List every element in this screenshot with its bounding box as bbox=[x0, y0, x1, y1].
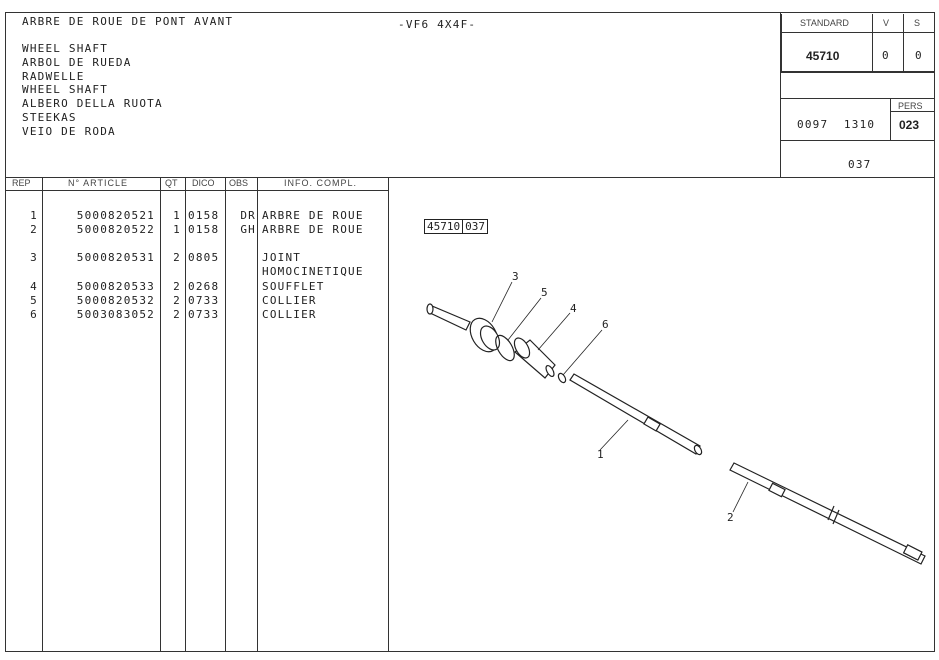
translation: VEIO DE RODA bbox=[22, 124, 116, 138]
boot bbox=[513, 337, 556, 379]
clamp bbox=[495, 334, 515, 362]
cell-dico: 0733 bbox=[188, 308, 220, 321]
page-number: 037 bbox=[848, 158, 872, 171]
cell-article: 5000820521 bbox=[76, 209, 155, 222]
translation: STEEKAS bbox=[22, 110, 77, 124]
v-value: 0 bbox=[882, 49, 890, 62]
translation: RADWELLE bbox=[22, 69, 85, 83]
col-header-rep: REP bbox=[12, 178, 31, 188]
col-divider bbox=[42, 177, 43, 652]
standard-value: 45710 bbox=[806, 49, 840, 63]
translation: WHEEL SHAFT bbox=[22, 83, 109, 97]
col-header-obs: OBS bbox=[229, 178, 249, 188]
cell-obs: GH bbox=[240, 223, 256, 236]
callout-3: 3 bbox=[512, 270, 520, 283]
translations: WHEEL SHAFT ARBOL DE RUEDA RADWELLE WHEE… bbox=[22, 42, 163, 139]
callout-4: 4 bbox=[570, 302, 578, 315]
leader-lines bbox=[491, 281, 749, 513]
v-label: V bbox=[883, 18, 890, 28]
translation: WHEEL SHAFT bbox=[22, 42, 109, 55]
cell-qt: 1 bbox=[173, 209, 181, 222]
page-title: ARBRE DE ROUE DE PONT AVANT bbox=[22, 15, 234, 28]
cell-info-cont: HOMOCINETIQUE bbox=[262, 265, 364, 278]
cell-dico: 0268 bbox=[188, 280, 220, 293]
cell-dico: 0158 bbox=[188, 209, 220, 222]
cell-rep: 1 bbox=[30, 209, 38, 222]
standard-label: STANDARD bbox=[800, 18, 849, 28]
shaft-2 bbox=[729, 462, 926, 565]
shaft-stub bbox=[426, 303, 471, 331]
col-divider bbox=[160, 177, 161, 652]
cell-dico: 0733 bbox=[188, 294, 220, 307]
cell-qt: 2 bbox=[173, 294, 181, 307]
reference-code: 0097 1310 bbox=[797, 118, 876, 131]
col-header-info: INFO. COMPL. bbox=[284, 178, 358, 188]
cell-info: SOUFFLET bbox=[262, 280, 325, 293]
frame-top bbox=[5, 12, 935, 13]
translation: ALBERO DELLA RUOTA bbox=[22, 97, 163, 111]
cell-rep: 5 bbox=[30, 294, 38, 307]
frame-bottom bbox=[5, 651, 935, 652]
translation: ARBOL DE RUEDA bbox=[22, 55, 132, 69]
cell-info: COLLIER bbox=[262, 294, 317, 307]
table-header-divider bbox=[5, 190, 388, 191]
col-header-article: N° ARTICLE bbox=[68, 178, 128, 188]
cell-qt: 1 bbox=[173, 223, 181, 236]
cell-dico: 0805 bbox=[188, 251, 220, 264]
cell-qt: 2 bbox=[173, 251, 181, 264]
shaft-1 bbox=[569, 373, 703, 456]
frame-left bbox=[5, 12, 6, 652]
col-divider bbox=[185, 177, 186, 652]
small-clamp bbox=[557, 372, 567, 384]
cell-info: COLLIER bbox=[262, 308, 317, 321]
s-value: 0 bbox=[915, 49, 923, 62]
cell-article: 5000820522 bbox=[76, 223, 155, 236]
table-right-border bbox=[388, 177, 389, 652]
model-code: -VF6 4X4F- bbox=[398, 18, 477, 31]
header-divider bbox=[5, 177, 935, 178]
callout-1: 1 bbox=[597, 448, 605, 461]
diagram-ref: 45710 037 bbox=[424, 219, 488, 234]
cell-rep: 6 bbox=[30, 308, 38, 321]
diagram-ref-standard: 45710 bbox=[425, 220, 464, 233]
cell-info: ARBRE DE ROUE bbox=[262, 223, 364, 236]
cell-rep: 4 bbox=[30, 280, 38, 293]
frame-right bbox=[934, 12, 935, 652]
col-header-dico: DICO bbox=[192, 178, 215, 188]
cell-qt: 2 bbox=[173, 308, 181, 321]
diagram-ref-page: 037 bbox=[465, 220, 485, 233]
cell-article: 5003083052 bbox=[76, 308, 155, 321]
callout-5: 5 bbox=[541, 286, 549, 299]
cell-obs: DR bbox=[240, 209, 256, 222]
col-divider bbox=[225, 177, 226, 652]
callout-2: 2 bbox=[727, 511, 735, 524]
cell-article: 5000820532 bbox=[76, 294, 155, 307]
col-header-qt: QT bbox=[165, 178, 178, 188]
s-label: S bbox=[914, 18, 921, 28]
pers-label: PERS bbox=[898, 101, 923, 111]
pers-value: 023 bbox=[899, 118, 920, 132]
cell-rep: 2 bbox=[30, 223, 38, 236]
cell-info: JOINT bbox=[262, 251, 302, 264]
cell-dico: 0158 bbox=[188, 223, 220, 236]
cell-article: 5000820533 bbox=[76, 280, 155, 293]
cell-rep: 3 bbox=[30, 251, 38, 264]
callout-6: 6 bbox=[602, 318, 610, 331]
cell-article: 5000820531 bbox=[76, 251, 155, 264]
cv-joint bbox=[469, 317, 501, 353]
cell-info: ARBRE DE ROUE bbox=[262, 209, 364, 222]
cell-qt: 2 bbox=[173, 280, 181, 293]
col-divider bbox=[257, 177, 258, 652]
